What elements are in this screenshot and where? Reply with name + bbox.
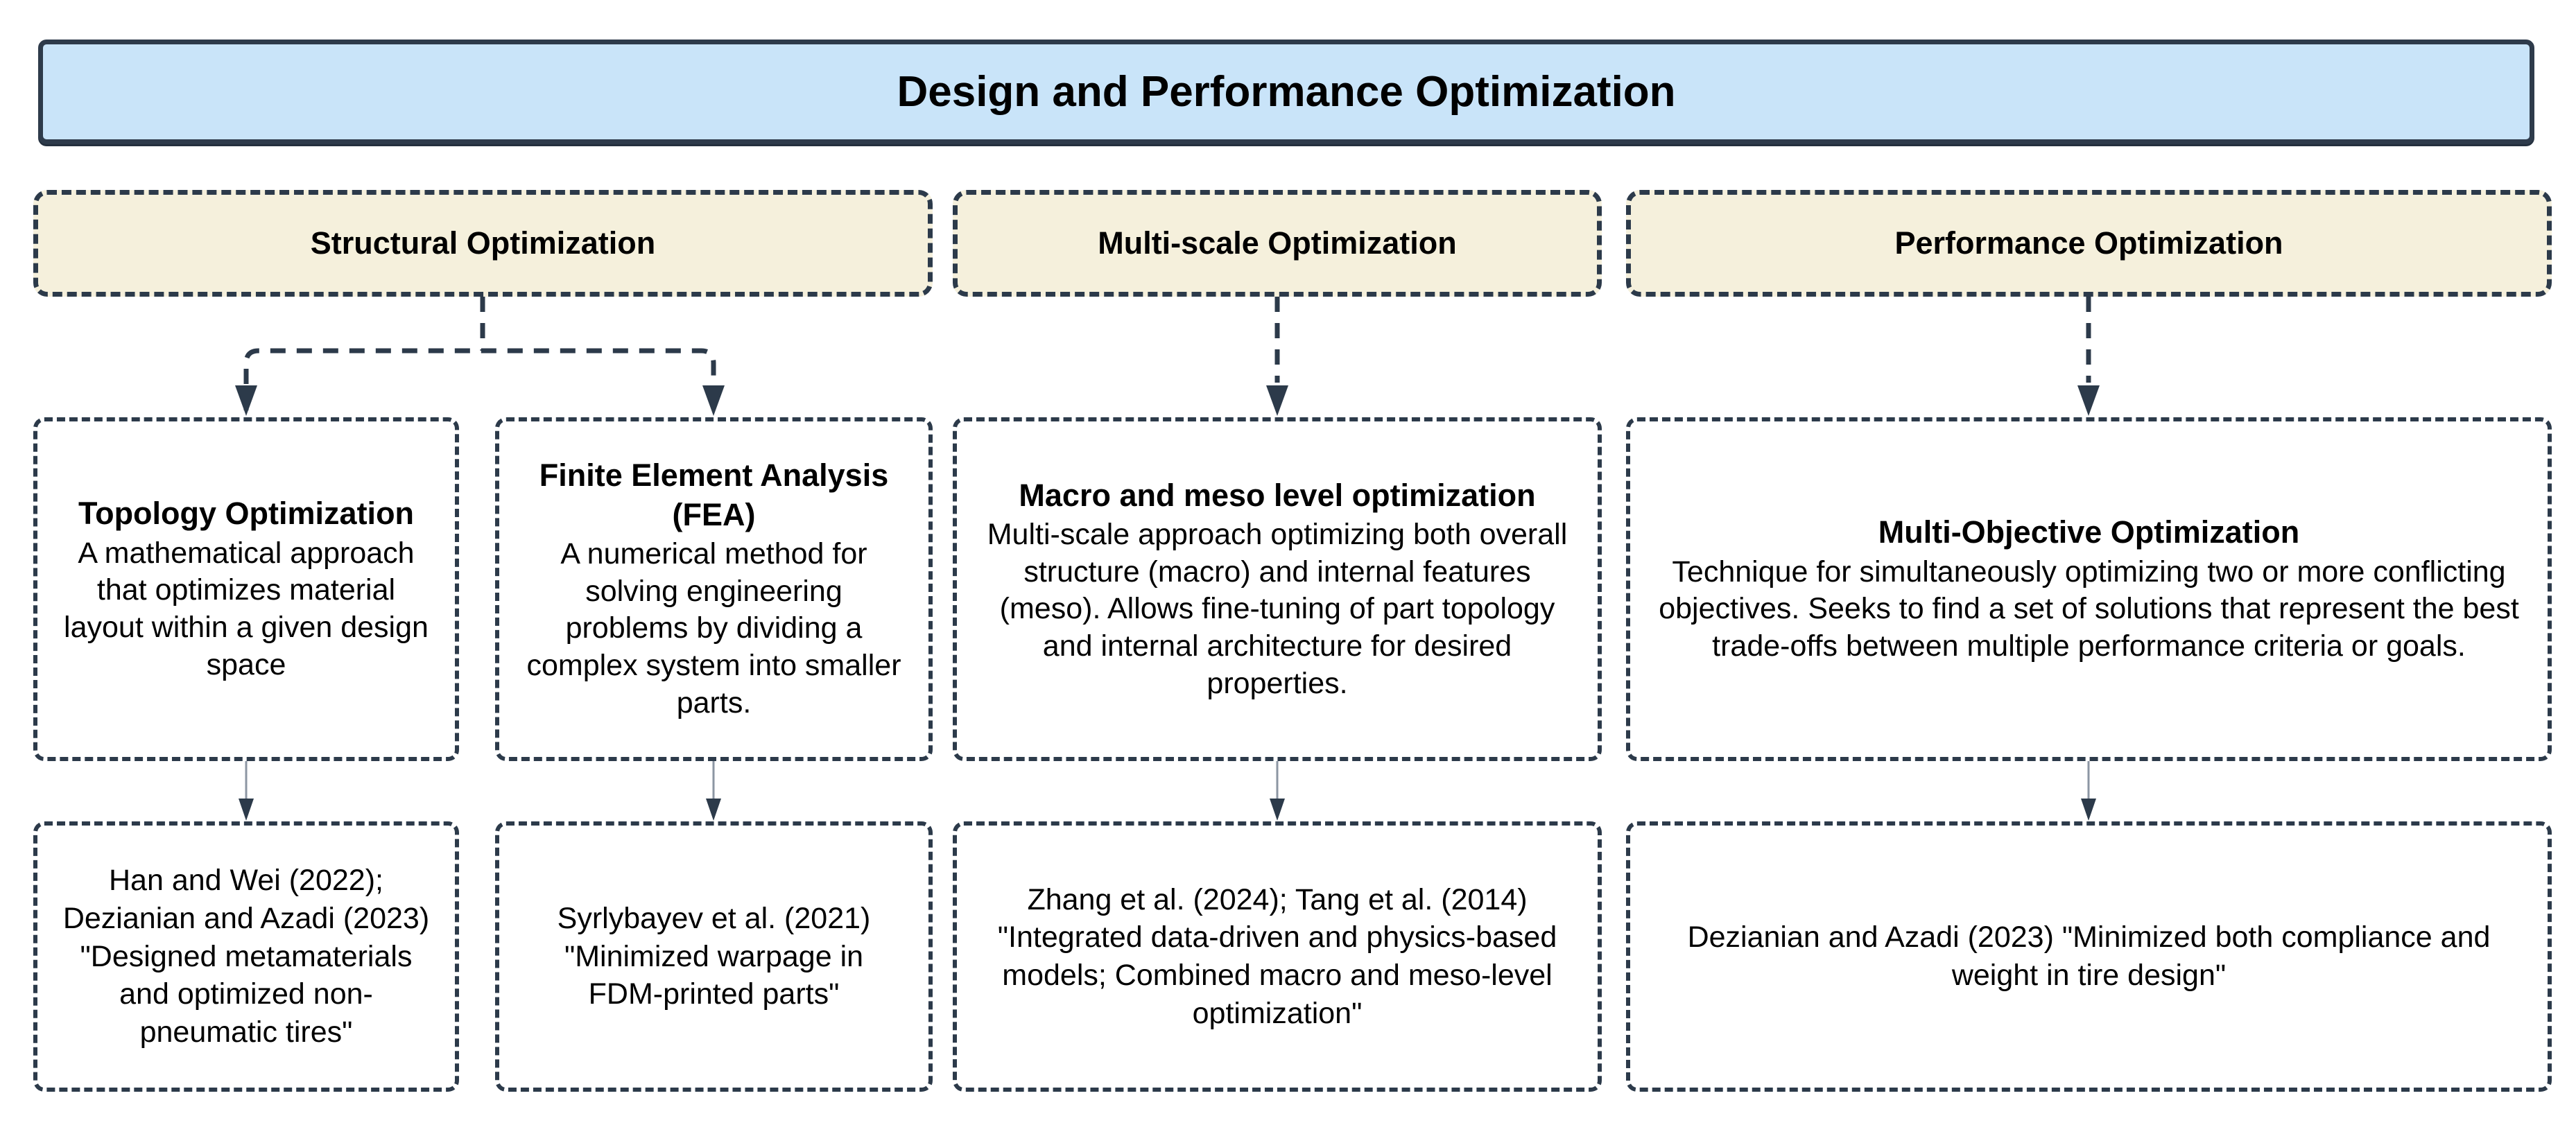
diagram-header: Design and Performance Optimization <box>38 40 2534 144</box>
node-finite-element-analysis: Finite Element Analysis (FEA) A numerica… <box>495 417 933 761</box>
citation-text: Han and Wei (2022); Dezianian and Azadi … <box>62 864 430 1049</box>
category-structural-optimization: Structural Optimization <box>33 190 933 297</box>
node-topology-optimization: Topology Optimization A mathematical app… <box>33 417 459 761</box>
connector-structural-branch <box>243 348 716 410</box>
node-title: Finite Element Analysis (FEA) <box>539 457 889 532</box>
citation-finite-element-analysis: Syrlybayev et al. (2021) "Minimized warp… <box>495 821 933 1092</box>
category-label: Structural Optimization <box>310 225 656 261</box>
node-title: Multi-Objective Optimization <box>1878 514 2300 550</box>
citation-text: Dezianian and Azadi (2023) "Minimized bo… <box>1687 921 2491 992</box>
arrowhead-cite-moo <box>2081 799 2096 821</box>
node-macro-meso-optimization: Macro and meso level optimization Multi-… <box>953 417 1602 761</box>
arrowhead-cite-fea <box>706 799 721 821</box>
node-multi-objective-optimization: Multi-Objective Optimization Technique f… <box>1626 417 2552 761</box>
node-body: A numerical method for solving engineeri… <box>526 537 901 720</box>
citation-macro-meso-optimization: Zhang et al. (2024); Tang et al. (2014) … <box>953 821 1602 1092</box>
citation-text: Syrlybayev et al. (2021) "Minimized warp… <box>557 902 871 1011</box>
node-title: Topology Optimization <box>78 496 415 532</box>
citation-text: Zhang et al. (2024); Tang et al. (2014) … <box>997 882 1557 1030</box>
arrowhead-cite-topology <box>239 799 254 821</box>
arrowhead-cite-macromeso <box>1270 799 1285 821</box>
category-performance-optimization: Performance Optimization <box>1626 190 2552 297</box>
category-label: Performance Optimization <box>1894 225 2283 261</box>
arrowhead-moo <box>2077 385 2100 416</box>
category-label: Multi-scale Optimization <box>1098 225 1457 261</box>
node-body: Multi-scale approach optimizing both ove… <box>987 517 1568 700</box>
node-body: A mathematical approach that optimizes m… <box>64 536 429 681</box>
citation-topology-optimization: Han and Wei (2022); Dezianian and Azadi … <box>33 821 459 1092</box>
citation-multi-objective-optimization: Dezianian and Azadi (2023) "Minimized bo… <box>1626 821 2552 1092</box>
diagram-title: Design and Performance Optimization <box>897 68 1676 116</box>
arrowhead-fea <box>702 385 725 416</box>
arrowhead-macromeso <box>1266 385 1288 416</box>
node-body: Technique for simultaneously optimizing … <box>1659 555 2519 663</box>
category-multiscale-optimization: Multi-scale Optimization <box>953 190 1602 297</box>
arrowhead-topology <box>235 385 257 416</box>
node-title: Macro and meso level optimization <box>1019 477 1536 513</box>
